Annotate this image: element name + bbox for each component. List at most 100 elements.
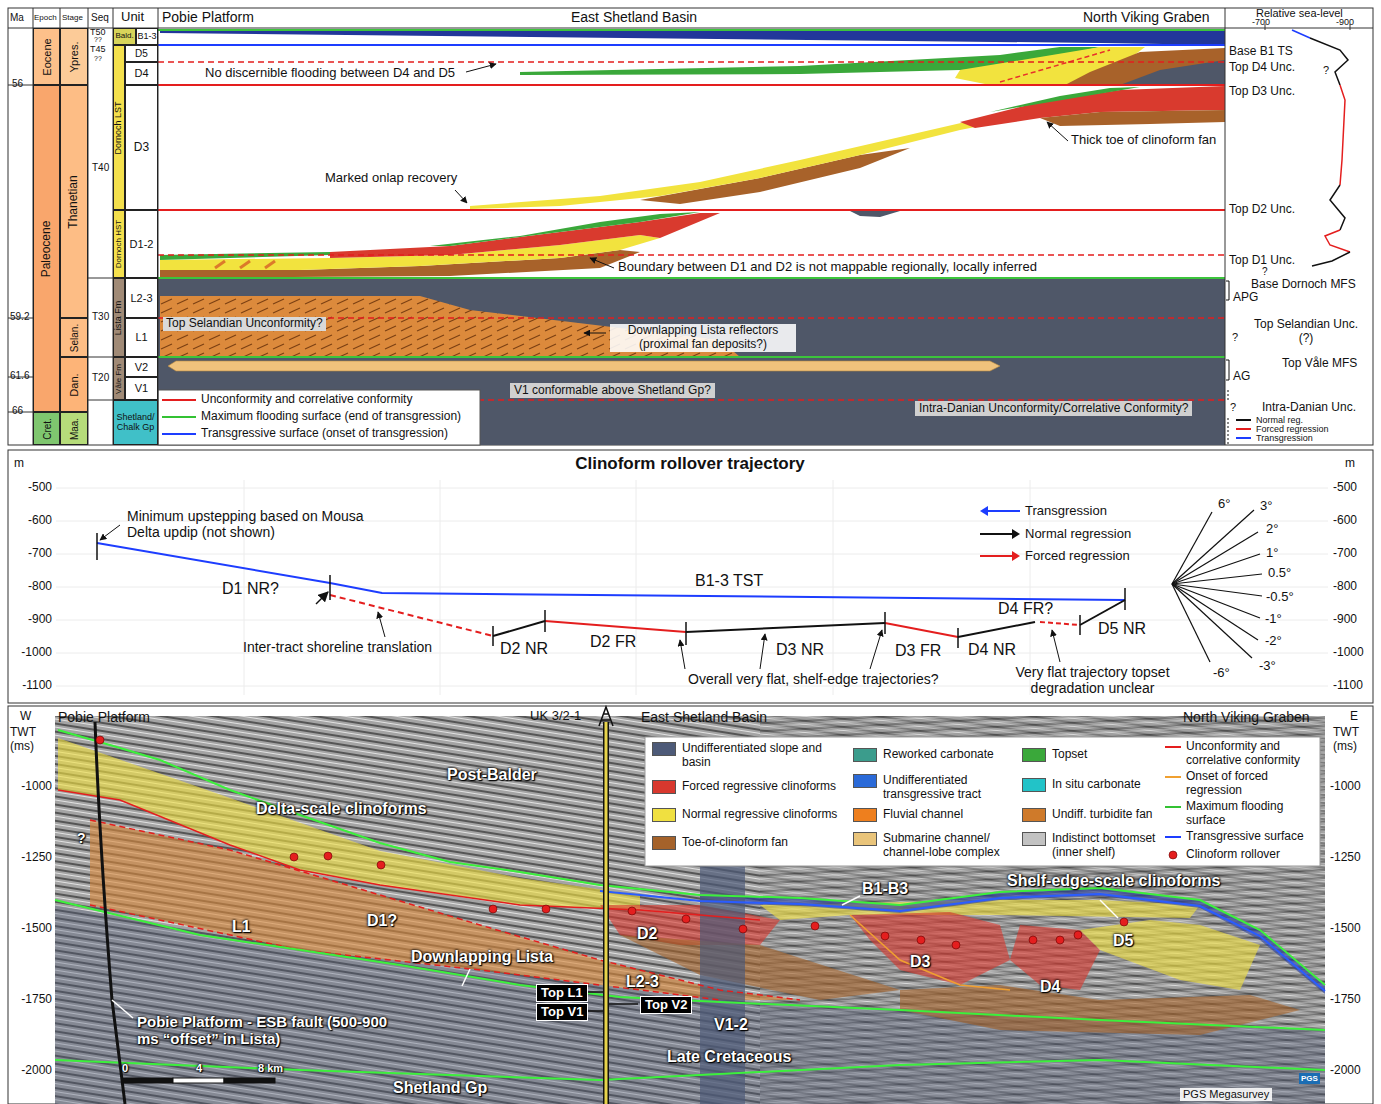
cell-text: D4 — [134, 67, 148, 79]
cell-text: Paleocene — [40, 220, 53, 277]
annotation: 3° — [1260, 499, 1272, 514]
unit-group-cell: Lista Fm — [113, 278, 125, 357]
legend-text: Transgression — [1256, 433, 1313, 443]
annotation: D3 FR — [895, 642, 941, 660]
cell-text: Top V1 — [541, 1004, 583, 1019]
cell-text: Shetland/ Chalk Gp — [114, 413, 157, 433]
annotation: ?? — [94, 55, 102, 63]
annotation: No discernible flooding between D4 and D… — [205, 66, 455, 81]
legend-sample — [1165, 801, 1181, 813]
annotation: -2000 — [21, 1064, 52, 1078]
annotation: -900 — [1336, 17, 1354, 27]
cell-text: Top V2 — [645, 997, 687, 1012]
annotation: Top Selandian Unc. (?) — [1250, 318, 1362, 346]
annotation: -800 — [1333, 580, 1357, 594]
annotation: -1100 — [1333, 679, 1363, 693]
annotation: D1? — [367, 912, 397, 930]
annotation: Seq — [91, 12, 109, 24]
legend-text: Transgressive surface (onset of transgre… — [201, 427, 448, 441]
annotation: ? — [1262, 266, 1268, 278]
horizon-tag: Top V1 — [536, 1003, 588, 1021]
annotation: -500 — [28, 481, 52, 495]
annotation: -900 — [1333, 613, 1357, 627]
annotation: D1 NR? — [222, 580, 279, 598]
annotation: East Shetland Basin — [571, 9, 697, 25]
annotation: E — [1350, 710, 1358, 724]
legend-text: Forced regression — [1025, 549, 1130, 564]
annotation: D4 NR — [968, 641, 1016, 659]
legend-text: Transgression — [1025, 504, 1107, 519]
annotation: D3 — [910, 953, 930, 971]
stage-cell: Dan. — [60, 357, 88, 412]
unit-cell: D4 — [125, 62, 158, 85]
legend-text: Maximum flooding surface (end of transgr… — [201, 410, 461, 424]
legend-sample — [1165, 771, 1181, 783]
unit-cell: D1-2 — [125, 210, 158, 278]
annotation: -600 — [1333, 514, 1357, 528]
legend-text: Undifferentiated slope and basin — [682, 742, 847, 770]
legend-arrowhead — [980, 506, 988, 516]
legend-text: Onset of forced regression — [1186, 770, 1318, 798]
unit-cell: L1 — [125, 318, 158, 357]
legend-text: Submarine channel/ channel-lobe complex — [883, 832, 1018, 860]
annotation: -1000 — [21, 780, 52, 794]
horizon-tag: Top L1 — [536, 984, 588, 1002]
legend-sample — [162, 428, 196, 440]
annotation: Base B1 TS — [1229, 45, 1293, 59]
annotation: D2 NR — [500, 640, 548, 658]
annotation: Very flat trajectory topset degradation … — [1000, 664, 1185, 696]
annotation: 4 — [196, 1062, 202, 1075]
annotation: -6° — [1213, 666, 1230, 681]
annotation: Downlapping Lista — [411, 948, 553, 966]
annotation: T45 — [90, 44, 106, 54]
annotation: Pobie Platform — [58, 709, 150, 725]
stage-cell: Ypres. — [60, 28, 88, 85]
annotation: PGS Megasurvey — [1180, 1088, 1272, 1101]
annotation: Top Selandian Unconformity? — [163, 317, 326, 331]
legend-text: Indistinct bottomset (inner shelf) — [1052, 832, 1160, 860]
unit-cell: D3 — [125, 85, 158, 210]
annotation: Clinoform rollover trajectory — [575, 454, 805, 474]
annotation: Ma — [10, 12, 24, 24]
legend-swatch — [853, 774, 877, 788]
annotation: 6° — [1218, 497, 1230, 512]
cell-text: B1-3 — [137, 32, 156, 42]
legend-sample — [1236, 423, 1251, 435]
legend-line — [162, 433, 196, 435]
legend-line — [162, 416, 196, 418]
annotation: East Shetland Basin — [641, 709, 767, 725]
annotation: D3 NR — [776, 641, 824, 659]
legend-text: Undifferentiated transgressive tract — [883, 774, 1018, 802]
legend-sample — [1165, 741, 1181, 753]
cell-text: Dan. — [68, 373, 80, 396]
annotation: -1250 — [1330, 851, 1361, 865]
annotation: -500 — [1333, 481, 1357, 495]
annotation: T30 — [92, 311, 109, 323]
annotation: 1° — [1266, 546, 1278, 561]
annotation: L2-3 — [626, 973, 659, 991]
annotation: -1500 — [21, 922, 52, 936]
stage-cell: Thanetian — [60, 85, 88, 318]
annotation: -700 — [1252, 17, 1270, 27]
annotation: Intra-Danian Unc. — [1262, 401, 1356, 415]
annotation: Top D4 Unc. — [1229, 61, 1295, 75]
legend-sample — [1236, 432, 1251, 444]
cell-text: Selan. — [69, 323, 80, 351]
annotation: -900 — [28, 613, 52, 627]
annotation: Base Dornoch MFS — [1251, 278, 1356, 292]
annotation: TWT (ms) — [1333, 726, 1373, 754]
annotation: T50 — [90, 27, 106, 37]
unit-group-cell: Dornoch LST — [113, 45, 125, 210]
legend-text: Reworked carbonate — [883, 748, 1018, 762]
annotation: -3° — [1259, 659, 1276, 674]
annotation: B1-3 TST — [695, 572, 763, 590]
horizon-tag: Top V2 — [640, 996, 692, 1014]
annotation: -700 — [1333, 547, 1357, 561]
annotation: Overall very flat, shelf-edge trajectori… — [688, 671, 939, 687]
annotation: -1100 — [22, 679, 52, 693]
annotation: Thick toe of clinoform fan — [1071, 133, 1216, 148]
annotation: Minimum upstepping based on Mousa Delta … — [127, 508, 372, 540]
annotation: D2 FR — [590, 633, 636, 651]
annotation: -1750 — [21, 993, 52, 1007]
annotation: D5 — [1113, 932, 1133, 950]
